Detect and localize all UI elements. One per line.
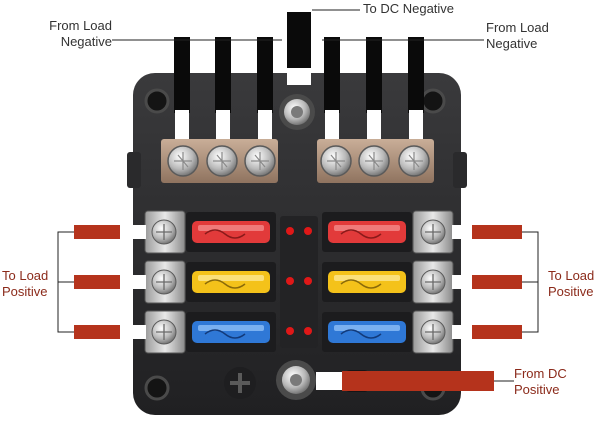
label-to-dc-negative: To DC Negative: [363, 1, 455, 16]
label-line: Positive: [2, 284, 48, 299]
label-line: Positive: [514, 382, 560, 397]
label-line: From Load: [49, 18, 112, 33]
label-to-load-positive-right: To Load Positive: [548, 268, 600, 300]
label-line: Negative: [486, 36, 538, 51]
fuse-yellow-left: [192, 271, 270, 293]
bus-bar-screws: [167, 145, 430, 177]
label-from-dc-positive: From DC Positive: [514, 366, 594, 398]
positive-terminals-right: [412, 210, 454, 354]
fuse-red-right: [328, 221, 406, 243]
label-from-load-negative-left: From Load Negative: [0, 18, 112, 50]
ground-symbol: [224, 367, 256, 399]
negative-wires-right: [324, 37, 424, 146]
dc-negative-wire: [287, 12, 311, 85]
label-line: From DC: [514, 366, 567, 381]
label-line: To Load: [548, 268, 595, 283]
fuse-blue-left: [192, 321, 270, 343]
fuse-red-left: [192, 221, 270, 243]
label-to-load-positive-left: To Load Positive: [2, 268, 62, 300]
fuse-yellow-right: [328, 271, 406, 293]
positive-wires-left: [74, 225, 146, 339]
positive-terminals-left: [144, 210, 186, 354]
positive-wires-right: [452, 225, 522, 339]
housing-side-tab-right: [453, 152, 467, 188]
label-line: To Load: [2, 268, 49, 283]
label-line: Positive: [548, 284, 594, 299]
led-indicators: [280, 216, 318, 348]
label-from-load-negative-right: From Load Negative: [486, 20, 549, 52]
label-line: Negative: [60, 34, 112, 49]
fuse-blue-right: [328, 321, 406, 343]
dc-positive-wire: [316, 371, 494, 391]
housing-side-tab-left: [127, 152, 141, 188]
negative-wires-left: [174, 37, 273, 146]
label-line: From Load: [486, 20, 549, 35]
annotation-lines: [57, 9, 539, 382]
